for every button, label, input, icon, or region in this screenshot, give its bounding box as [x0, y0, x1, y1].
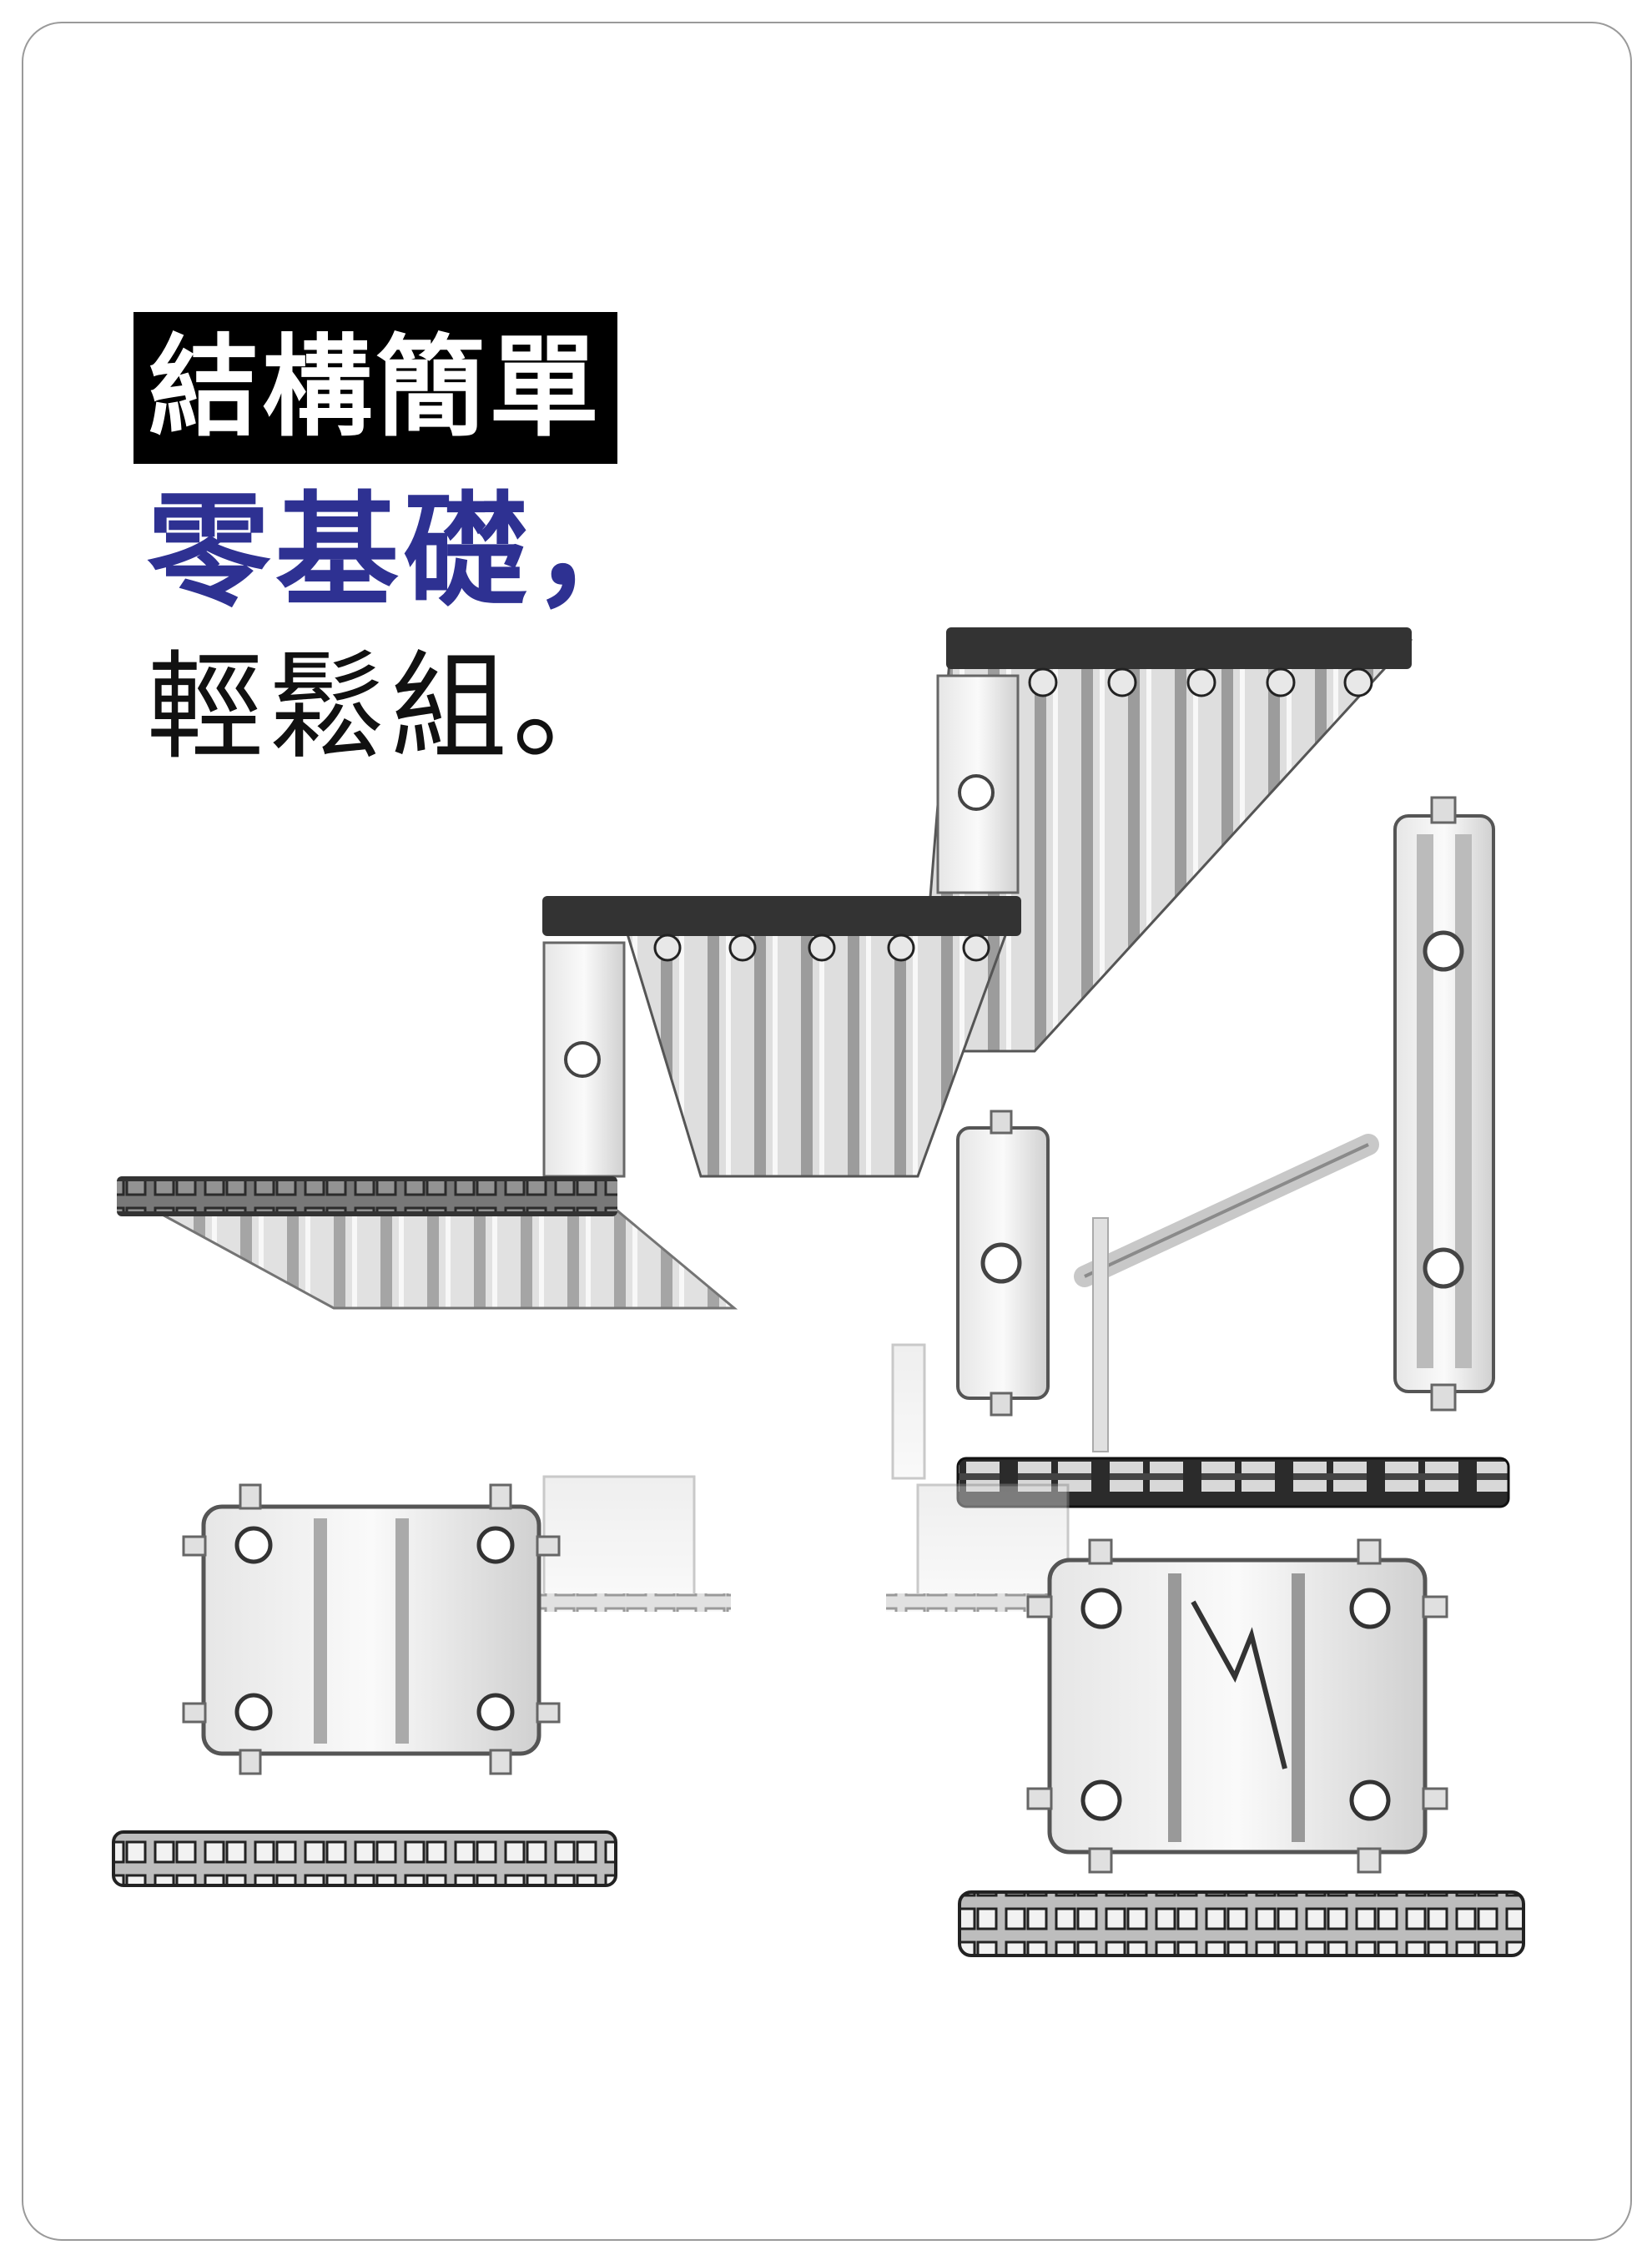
headline-accent: 零基礎，: [147, 480, 661, 623]
headline-highlight: 結構簡單: [133, 312, 617, 464]
panel-left: [182, 1483, 561, 1775]
rail-right: [958, 1890, 1525, 1957]
upright-short: [956, 1110, 1050, 1417]
panel-right: [1026, 1538, 1448, 1874]
rail-left: [112, 1830, 617, 1887]
shelf-top: [916, 627, 1413, 1053]
connector-rod: [1074, 1134, 1379, 1452]
rail-dark: [956, 1457, 1510, 1508]
headline-body: 輕鬆組。: [147, 640, 635, 776]
shelf-bottom: [117, 1176, 738, 1310]
background-parts: [534, 1343, 1070, 1612]
upright-tall: [1393, 796, 1495, 1412]
shelf-middle: [542, 896, 1021, 1178]
